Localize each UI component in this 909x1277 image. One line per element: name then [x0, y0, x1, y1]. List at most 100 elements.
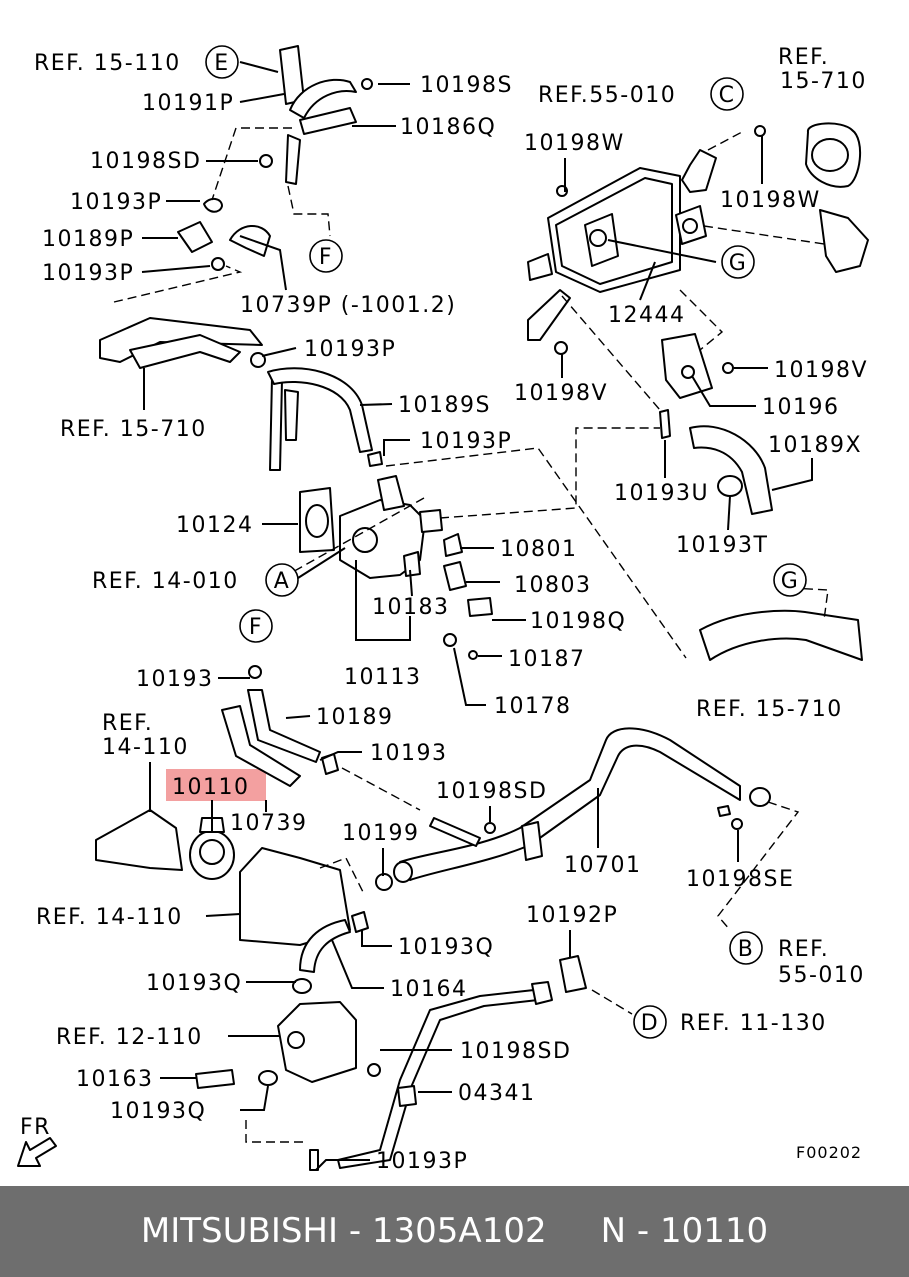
- label-ref-14-110-left: REF. 14-110: [36, 905, 183, 930]
- callout-b: B: [729, 931, 763, 965]
- callout-g-top: G: [721, 245, 755, 279]
- water-inlet-ref-14-110: [95, 809, 183, 871]
- svg-text:D: D: [641, 1011, 659, 1036]
- footer-bar: [0, 1186, 909, 1277]
- label-10193P-hose: 10193P: [304, 337, 396, 362]
- drawing-code: F00202: [796, 1143, 862, 1162]
- label-ref-15-110: REF. 15-110: [34, 51, 181, 76]
- engine-block-ref-14-110: [239, 847, 351, 946]
- label-ref-55-010-b-b: 55-010: [778, 963, 865, 988]
- label-10183: 10183: [372, 595, 450, 620]
- label-10124: 10124: [176, 513, 254, 538]
- label-10803: 10803: [514, 573, 592, 598]
- label-10198SE: 10198SE: [686, 867, 794, 892]
- callout-e: E: [205, 45, 239, 79]
- leader-lines: [141, 61, 813, 1171]
- label-ref-14-110-a: REF.: [102, 711, 153, 736]
- label-10739: 10739: [230, 811, 308, 836]
- label-10193Q-a: 10193Q: [398, 935, 494, 960]
- svg-text:B: B: [738, 937, 755, 962]
- parts-diagram: E F C G A G F B: [17, 45, 869, 1174]
- svg-text:A: A: [274, 569, 291, 594]
- label-10110: 10110: [172, 775, 250, 800]
- label-10186Q: 10186Q: [400, 115, 496, 140]
- label-10193P-top: 10193P: [70, 190, 162, 215]
- callout-c: C: [710, 77, 744, 111]
- callout-f-mid: F: [239, 609, 273, 643]
- svg-text:C: C: [719, 83, 736, 108]
- hose-10189X: [659, 409, 773, 515]
- label-ref-15-710-right: REF. 15-710: [696, 697, 843, 722]
- label-ref-14-110-b: 14-110: [102, 735, 189, 760]
- callout-f-top: F: [309, 239, 343, 273]
- label-10178: 10178: [494, 694, 572, 719]
- label-10196: 10196: [762, 395, 840, 420]
- label-10193T: 10193T: [676, 533, 768, 558]
- tube-10192P: [337, 955, 587, 1169]
- callout-a: A: [265, 563, 299, 597]
- reference-lines: [113, 127, 829, 1143]
- label-10193Q-c: 10193Q: [110, 1099, 206, 1124]
- label-10193-top: 10193: [136, 667, 214, 692]
- bracket-10196: [661, 333, 734, 399]
- svg-text:G: G: [781, 569, 800, 594]
- label-10801: 10801: [500, 537, 578, 562]
- label-10189X: 10189X: [768, 433, 862, 458]
- label-10164: 10164: [390, 977, 468, 1002]
- label-10198V-a: 10198V: [514, 381, 608, 406]
- label-10198SD-low: 10198SD: [460, 1039, 571, 1064]
- label-10193P-mid: 10193P: [42, 261, 134, 286]
- label-10739P: 10739P (-1001.2): [240, 293, 456, 318]
- label-10198W-b: 10198W: [720, 188, 821, 213]
- label-10193Q-b: 10193Q: [146, 971, 242, 996]
- label-10193P-bottom: 10193P: [376, 1149, 468, 1174]
- svg-text:E: E: [214, 51, 229, 76]
- label-10193U: 10193U: [614, 481, 709, 506]
- label-04341: 04341: [458, 1081, 536, 1106]
- label-10193-mid: 10193: [370, 741, 448, 766]
- label-10198S: 10198S: [420, 73, 513, 98]
- label-10192P: 10192P: [526, 903, 618, 928]
- label-10198V-b: 10198V: [774, 358, 868, 383]
- callout-d: D: [633, 1005, 667, 1039]
- svg-text:G: G: [729, 251, 748, 276]
- label-10199: 10199: [342, 821, 420, 846]
- part-labels: REF. 15-110 10191P 10198S 10186Q 10198SD…: [20, 45, 868, 1174]
- label-10198W-a: 10198W: [524, 131, 625, 156]
- label-ref-12-110: REF. 12-110: [56, 1025, 203, 1050]
- thermostat-housing-10113: [299, 475, 493, 660]
- label-10189: 10189: [316, 705, 394, 730]
- label-ref-55-010-b-a: REF.: [778, 937, 829, 962]
- label-10198SD-top: 10198SD: [90, 149, 201, 174]
- label-ref-55-010-top: REF.55-010: [538, 83, 676, 108]
- oil-cooler-12444: [527, 125, 766, 355]
- gasket-top-right: [805, 122, 869, 273]
- highlight-box: [166, 769, 266, 801]
- svg-text:F: F: [249, 615, 263, 640]
- label-10113: 10113: [344, 665, 422, 690]
- callout-g-right: G: [773, 563, 807, 597]
- hose-10189S: [267, 367, 373, 453]
- front-arrow-icon: [17, 1137, 57, 1167]
- label-10198SD-mid: 10198SD: [436, 779, 547, 804]
- hose-10189: [247, 689, 321, 763]
- hose-bundle-left: [99, 317, 299, 471]
- label-10193P-b: 10193P: [420, 429, 512, 454]
- label-ref-11-130: REF. 11-130: [680, 1011, 827, 1036]
- label-10187: 10187: [508, 647, 586, 672]
- pipe-ref-15-710-right: [699, 609, 863, 661]
- label-10189S: 10189S: [398, 393, 491, 418]
- label-10163: 10163: [76, 1067, 154, 1092]
- label-10701: 10701: [564, 853, 642, 878]
- label-ref-15-710-left: REF. 15-710: [60, 417, 207, 442]
- label-10198Q: 10198Q: [530, 609, 626, 634]
- water-pipe-10701: [375, 727, 771, 891]
- label-10191P: 10191P: [142, 91, 234, 116]
- svg-text:F: F: [319, 245, 333, 270]
- label-ref-15-710-tr-b: 15-710: [780, 69, 867, 94]
- label-ref-14-010: REF. 14-010: [92, 569, 239, 594]
- label-10189P: 10189P: [42, 227, 134, 252]
- pipe-bracket-top: [177, 45, 373, 271]
- label-12444: 12444: [608, 303, 686, 328]
- footer-part-number: MITSUBISHI - 1305A102 N - 10110: [140, 1211, 769, 1251]
